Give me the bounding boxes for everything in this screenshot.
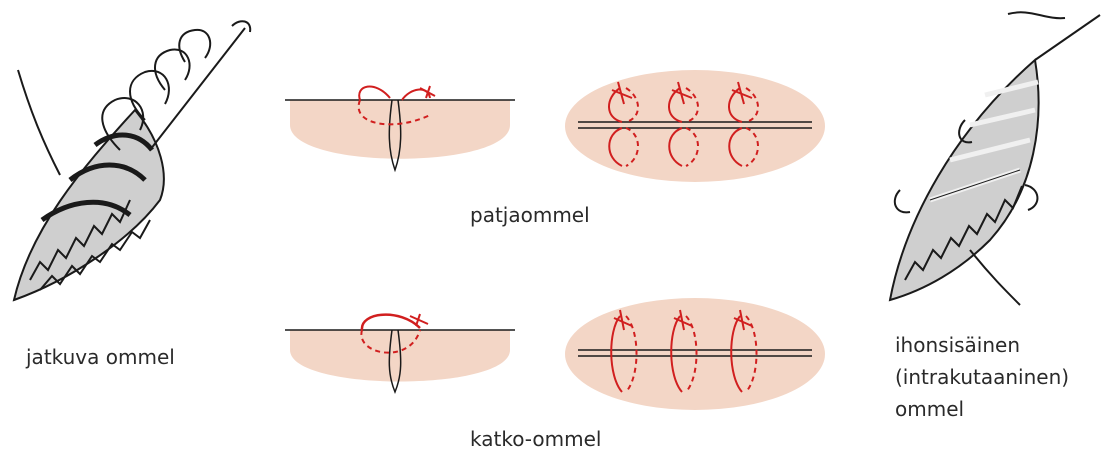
intradermal-label-line-1: ihonsisäinen xyxy=(895,332,1020,358)
mattress-cross-section xyxy=(280,70,520,180)
mattress-surface-view xyxy=(560,68,830,198)
interrupted-cross-section xyxy=(280,300,520,400)
interrupted-suture-label: katko-ommel xyxy=(470,426,601,452)
intradermal-label-line-2: (intrakutaaninen) xyxy=(895,364,1069,390)
interrupted-surface-view xyxy=(560,296,830,420)
mattress-suture-label: patjaommel xyxy=(470,202,590,228)
intradermal-label-line-3: ommel xyxy=(895,396,964,422)
continuous-suture-illustration xyxy=(0,0,260,320)
continuous-suture-label: jatkuva ommel xyxy=(26,344,175,370)
intradermal-suture-illustration xyxy=(870,0,1109,320)
